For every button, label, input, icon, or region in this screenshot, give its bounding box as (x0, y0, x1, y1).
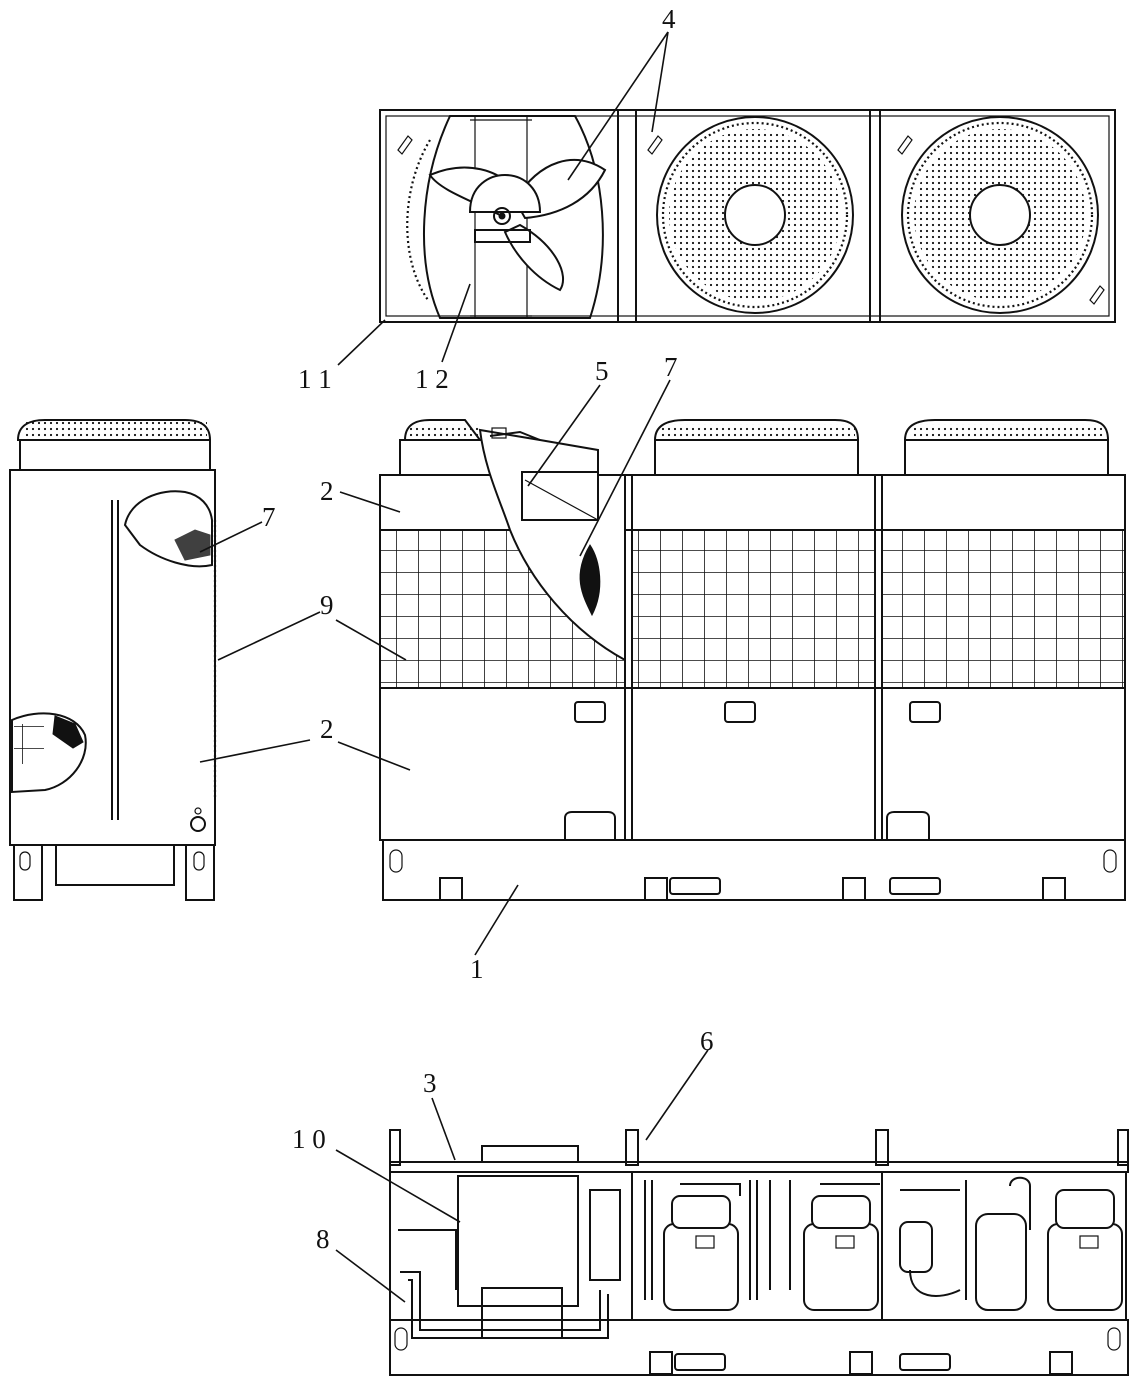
label-7-side: 7 (262, 502, 276, 532)
reference-numerals: 4 1 1 1 2 5 7 2 7 9 2 1 6 3 1 0 8 (262, 4, 714, 1254)
label-10: 1 0 (292, 1124, 326, 1154)
label-11: 1 1 (298, 364, 332, 394)
label-7-front: 7 (664, 352, 678, 382)
label-12: 1 2 (415, 364, 449, 394)
label-3: 3 (423, 1068, 437, 1098)
label-2-upper: 2 (320, 476, 334, 506)
label-5: 5 (595, 356, 609, 386)
fan-guard-middle (647, 116, 854, 314)
piping (644, 1176, 1031, 1300)
label-4: 4 (662, 4, 676, 34)
front-view (379, 419, 1126, 901)
interior-view (389, 1129, 1129, 1376)
fan-caps (399, 419, 1110, 476)
label-1: 1 (470, 954, 484, 984)
label-2-lower: 2 (320, 714, 334, 744)
label-8: 8 (316, 1224, 330, 1254)
front-cutaway (478, 427, 626, 662)
label-9: 9 (320, 590, 334, 620)
leader-lines (199, 31, 709, 1303)
fan-guard-right (897, 116, 1105, 314)
side-view (9, 419, 217, 901)
top-view (379, 109, 1116, 323)
compressors (663, 1189, 1123, 1311)
fan-cutaway (397, 115, 607, 319)
label-6: 6 (700, 1026, 714, 1056)
